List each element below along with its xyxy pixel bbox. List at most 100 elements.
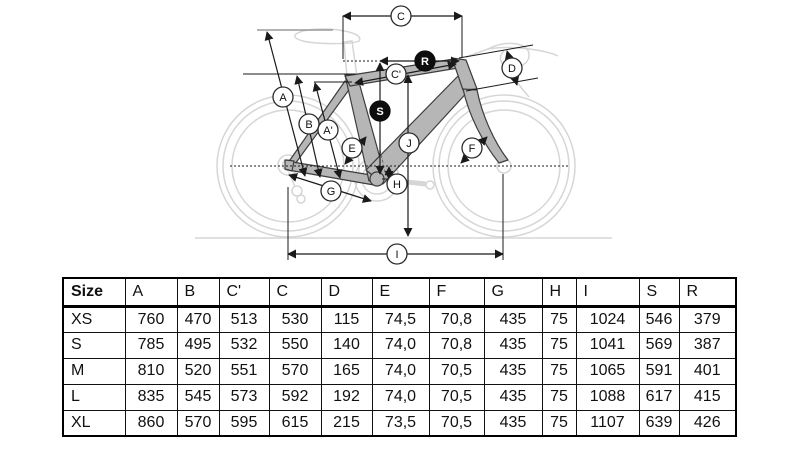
col-header-a: A xyxy=(124,277,178,308)
value-cell: 532 xyxy=(218,331,270,359)
svg-text:C: C xyxy=(397,11,405,23)
ext-d-bottom xyxy=(465,77,539,92)
size-cell: S xyxy=(62,331,126,359)
value-cell: 835 xyxy=(124,383,178,411)
value-cell: 75 xyxy=(541,383,577,411)
svg-text:G: G xyxy=(327,186,336,198)
svg-text:H: H xyxy=(393,179,401,191)
value-cell: 639 xyxy=(638,409,680,437)
diagram-label-g: G xyxy=(320,180,342,202)
value-cell: 435 xyxy=(483,383,543,411)
value-cell: 1065 xyxy=(575,357,640,385)
value-cell: 140 xyxy=(320,331,373,359)
value-cell: 615 xyxy=(268,409,322,437)
col-header-i: I xyxy=(575,277,640,308)
value-cell: 401 xyxy=(678,357,737,385)
value-cell: 573 xyxy=(218,383,270,411)
value-cell: 785 xyxy=(124,331,178,359)
value-cell: 617 xyxy=(638,383,680,411)
col-header-h: H xyxy=(541,277,577,308)
diagram-label-d: D xyxy=(501,57,523,79)
value-cell: 592 xyxy=(268,383,322,411)
size-cell: L xyxy=(62,383,126,411)
value-cell: 810 xyxy=(124,357,178,385)
value-cell: 550 xyxy=(268,331,322,359)
fork xyxy=(462,88,509,164)
value-cell: 70,5 xyxy=(428,409,485,437)
value-cell: 470 xyxy=(176,305,220,333)
diagram-label-f: F xyxy=(461,137,483,159)
col-header-g: G xyxy=(483,277,543,308)
value-cell: 74,0 xyxy=(371,331,430,359)
diagram-label-j: J xyxy=(398,132,420,154)
svg-text:I: I xyxy=(395,249,398,261)
col-header-b: B xyxy=(176,277,220,308)
col-header-c-prime: C' xyxy=(218,277,270,308)
value-cell: 1024 xyxy=(575,305,640,333)
value-cell: 70,5 xyxy=(428,383,485,411)
value-cell: 73,5 xyxy=(371,409,430,437)
svg-text:D: D xyxy=(508,63,516,75)
value-cell: 435 xyxy=(483,331,543,359)
col-header-s: S xyxy=(638,277,680,308)
value-cell: 215 xyxy=(320,409,373,437)
value-cell: 75 xyxy=(541,331,577,359)
size-cell: XS xyxy=(62,305,126,333)
diagram-label-i: I xyxy=(386,243,408,265)
diagram-label-c: C xyxy=(390,5,412,27)
col-header-d: D xyxy=(320,277,373,308)
svg-text:A': A' xyxy=(323,125,332,137)
value-cell: 70,5 xyxy=(428,357,485,385)
svg-text:E: E xyxy=(348,143,355,155)
value-cell: 570 xyxy=(176,409,220,437)
col-header-size: Size xyxy=(62,277,126,308)
value-cell: 70,8 xyxy=(428,331,485,359)
value-cell: 1088 xyxy=(575,383,640,411)
svg-text:C': C' xyxy=(391,69,401,81)
value-cell: 435 xyxy=(483,409,543,437)
value-cell: 379 xyxy=(678,305,737,333)
value-cell: 570 xyxy=(268,357,322,385)
value-cell: 435 xyxy=(483,357,543,385)
value-cell: 569 xyxy=(638,331,680,359)
value-cell: 513 xyxy=(218,305,270,333)
value-cell: 74,0 xyxy=(371,383,430,411)
svg-text:S: S xyxy=(376,106,383,118)
value-cell: 495 xyxy=(176,331,220,359)
value-cell: 551 xyxy=(218,357,270,385)
svg-text:F: F xyxy=(469,143,476,155)
value-cell: 74,0 xyxy=(371,357,430,385)
ext-d-top xyxy=(458,44,534,59)
value-cell: 75 xyxy=(541,305,577,333)
value-cell: 75 xyxy=(541,409,577,437)
value-cell: 545 xyxy=(176,383,220,411)
value-cell: 165 xyxy=(320,357,373,385)
svg-text:J: J xyxy=(406,138,412,150)
value-cell: 591 xyxy=(638,357,680,385)
svg-text:B: B xyxy=(305,119,312,131)
col-header-c: C xyxy=(268,277,322,308)
bottom-bracket xyxy=(369,171,385,187)
saddle xyxy=(294,28,361,78)
value-cell: 1107 xyxy=(575,409,640,437)
value-cell: 530 xyxy=(268,305,322,333)
value-cell: 74,5 xyxy=(371,305,430,333)
value-cell: 70,8 xyxy=(428,305,485,333)
value-cell: 1041 xyxy=(575,331,640,359)
size-cell: M xyxy=(62,357,126,385)
diagram-label-h: H xyxy=(386,173,408,195)
diagram-label-r: R xyxy=(414,50,436,72)
down-tube xyxy=(365,75,473,185)
col-header-f: F xyxy=(428,277,485,308)
value-cell: 595 xyxy=(218,409,270,437)
